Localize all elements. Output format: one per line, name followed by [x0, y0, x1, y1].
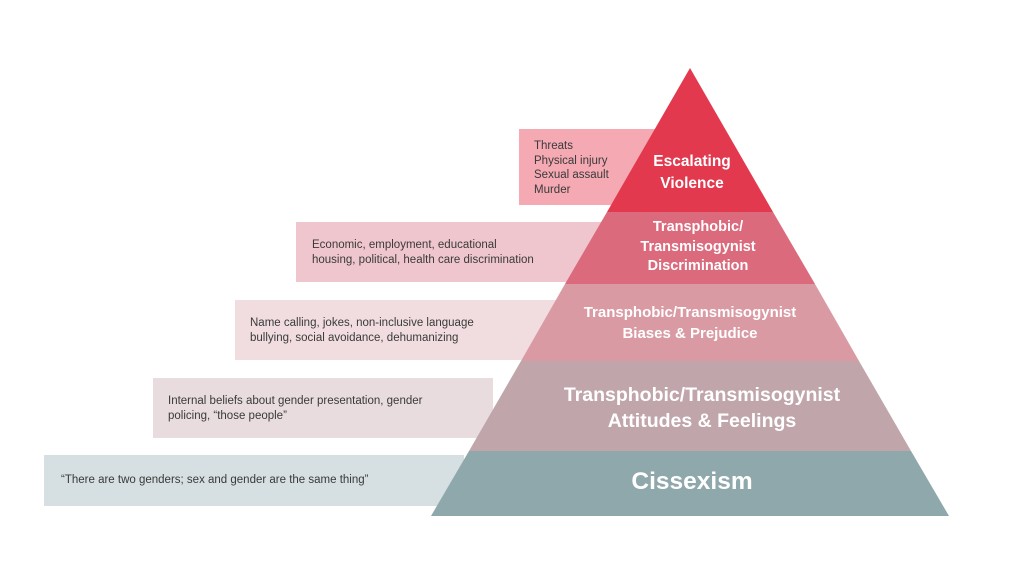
example-line-2: bullying, social avoidance, dehumanizing	[250, 332, 459, 344]
tier-attitudes-feelings	[469, 361, 911, 451]
title-line: Attitudes & Feelings	[607, 410, 797, 432]
tier-title-discrimination: Transphobic/ Transmisogynist Discriminat…	[640, 218, 755, 277]
tier-cissexism	[431, 451, 949, 516]
title-line: Escalating	[653, 153, 731, 170]
title-line: Violence	[660, 175, 724, 192]
example-line-2: housing, political, health care discrimi…	[312, 254, 534, 266]
tier-discrimination	[565, 212, 815, 284]
title-line: Transphobic/Transmisogynist	[563, 384, 841, 406]
example-physical-injury: Physical injury	[534, 154, 608, 167]
example-line-1: Name calling, jokes, non-inclusive langu…	[250, 317, 474, 329]
tier-biases-prejudice	[521, 284, 859, 361]
example-line-2: policing, “those people”	[168, 410, 287, 422]
example-line-1: Economic, employment, educational	[312, 239, 497, 251]
example-murder: Murder	[534, 183, 571, 196]
tier-title-cissexism: Cissexism	[631, 467, 752, 497]
tier-title-biases-prejudice: Transphobic/Transmisogynist Biases & Pre…	[584, 303, 797, 344]
example-threats: Threats	[534, 140, 573, 152]
example-box-biases: Name calling, jokes, non-inclusive langu…	[235, 300, 575, 360]
example-box-cissexism: “There are two genders; sex and gender a…	[44, 455, 464, 506]
title-line: Discrimination	[647, 258, 749, 274]
example-box-attitudes: Internal beliefs about gender presentati…	[153, 378, 493, 438]
example-line-1: Internal beliefs about gender presentati…	[168, 395, 423, 407]
example-line-1: “There are two genders; sex and gender a…	[61, 474, 369, 486]
title-line: Cissexism	[631, 468, 753, 495]
title-line: Biases & Prejudice	[622, 324, 758, 342]
example-sexual-assault: Sexual assault	[534, 169, 609, 181]
title-line: Transphobic/	[652, 219, 744, 235]
tier-title-escalating-violence: Escalating Violence	[653, 151, 731, 195]
tier-escalating-violence	[607, 68, 773, 212]
example-box-discrimination: Economic, employment, educational housin…	[296, 222, 618, 282]
title-line: Transmisogynist	[640, 238, 756, 255]
tier-title-attitudes-feelings: Transphobic/Transmisogynist Attitudes & …	[564, 382, 840, 434]
title-line: Transphobic/Transmisogynist	[583, 304, 797, 321]
